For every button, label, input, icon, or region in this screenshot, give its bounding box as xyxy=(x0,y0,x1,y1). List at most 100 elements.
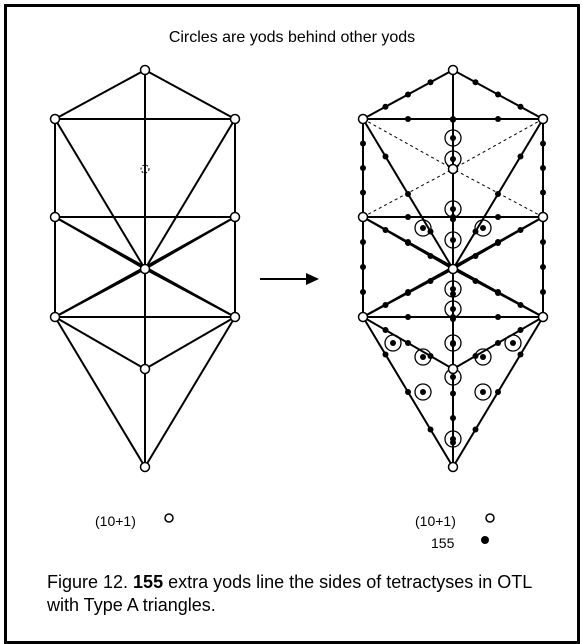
extra-yod xyxy=(427,253,434,259)
extra-yod xyxy=(450,291,456,297)
caption-prefix: Figure 12. xyxy=(47,572,134,592)
hidden-yod xyxy=(450,286,456,292)
extra-yod xyxy=(360,289,366,295)
sephirah-yod xyxy=(537,311,549,323)
extra-yod xyxy=(405,191,411,197)
tree-of-life-diagram xyxy=(49,64,549,544)
hidden-yod xyxy=(450,206,456,212)
hidden-yod-ring xyxy=(444,280,462,298)
extra-yod xyxy=(517,153,524,160)
tree-edge xyxy=(54,118,146,270)
hidden-yod xyxy=(450,237,456,243)
legend-hollow-yod-right xyxy=(485,513,495,523)
extra-yod xyxy=(540,239,546,245)
sephirah-yod xyxy=(447,263,459,275)
hidden-yod-ring xyxy=(444,231,462,249)
extra-yod xyxy=(405,340,411,346)
figure-header: Circles are yods behind other yods xyxy=(168,29,416,46)
extra-yod xyxy=(360,264,366,270)
hidden-yod-ring xyxy=(504,334,522,352)
sephirah-yod xyxy=(447,163,459,175)
extra-yod xyxy=(405,314,411,320)
hidden-yod xyxy=(420,354,426,360)
left-yod-count-label: (10+1) xyxy=(95,513,136,529)
extra-yod xyxy=(382,153,389,160)
hidden-yod xyxy=(480,389,486,395)
extra-yod xyxy=(360,189,366,196)
extra-yod xyxy=(540,289,546,295)
hidden-yod-ring xyxy=(444,200,462,218)
extra-yod xyxy=(540,140,546,147)
sephirah-yod xyxy=(229,211,241,223)
sephirah-yod xyxy=(537,113,549,125)
sephirah-yod xyxy=(49,211,61,223)
hidden-yod xyxy=(480,225,486,231)
legend-filled-yod xyxy=(481,536,489,544)
extra-yod xyxy=(540,189,546,196)
hidden-daath-yod xyxy=(140,164,150,174)
extra-yod xyxy=(540,165,546,171)
hidden-yod xyxy=(420,225,426,231)
sephirah-yod xyxy=(447,64,459,76)
extra-yod xyxy=(427,426,434,433)
extra-yod xyxy=(472,79,479,86)
extra-yod xyxy=(495,116,501,122)
sephirah-yod xyxy=(229,311,241,323)
hidden-yod xyxy=(450,374,456,380)
extra-yod xyxy=(405,214,411,220)
extra-yod xyxy=(382,302,389,308)
hidden-yod-ring xyxy=(444,334,462,352)
extra-yod xyxy=(382,351,389,358)
extra-yod xyxy=(427,79,434,86)
extra-yod xyxy=(382,227,389,233)
sephirah-yod xyxy=(357,311,369,323)
extra-yod xyxy=(517,103,524,110)
hidden-yod xyxy=(390,340,396,346)
tetractys-dashed-line xyxy=(452,118,544,170)
right-yod-count-label: (10+1) xyxy=(415,513,456,529)
extra-yod xyxy=(517,351,524,358)
extra-yod xyxy=(472,426,479,433)
extra-yod xyxy=(405,91,411,98)
tree-edge xyxy=(54,316,146,370)
hidden-yod xyxy=(420,389,426,395)
sephirah-yod xyxy=(447,461,459,473)
extra-yod xyxy=(427,278,434,284)
tetractys-dashed-line xyxy=(362,118,454,170)
sephirah-yod xyxy=(537,211,549,223)
tetractys-dashed-line xyxy=(362,316,454,370)
left-tree-of-life xyxy=(49,64,241,473)
extra-yod xyxy=(405,239,411,245)
extra-yod xyxy=(360,239,366,245)
extra-yod xyxy=(495,389,501,395)
extra-yod xyxy=(382,103,389,110)
extra-yod xyxy=(405,116,411,122)
tree-edge xyxy=(54,316,146,468)
extra-yod xyxy=(495,191,501,197)
hidden-yod xyxy=(450,340,456,346)
extra-yod-count-label: 155 xyxy=(431,535,455,551)
sephirah-yod xyxy=(229,113,241,125)
hidden-yod xyxy=(450,135,456,141)
hidden-yod-ring xyxy=(444,430,462,448)
sephirah-yod xyxy=(357,211,369,223)
hidden-yod-ring xyxy=(444,129,462,147)
extra-yod xyxy=(540,264,546,270)
sephirah-yod xyxy=(139,363,151,375)
transform-arrow xyxy=(260,273,319,285)
hidden-yod xyxy=(450,156,456,162)
sephirah-yod xyxy=(447,363,459,375)
extra-yod xyxy=(405,389,411,395)
caption-bold-number: 155 xyxy=(133,572,164,592)
hidden-yod-ring xyxy=(414,383,432,401)
hidden-yod xyxy=(450,306,456,312)
hidden-yod-ring xyxy=(474,348,492,366)
sephirah-yod xyxy=(49,311,61,323)
extra-yod xyxy=(495,289,501,295)
hidden-yod xyxy=(480,354,486,360)
hidden-yod-ring xyxy=(384,334,402,352)
sephirah-yod xyxy=(139,461,151,473)
legend-hollow-yod-left xyxy=(164,513,174,523)
hidden-yod-ring xyxy=(414,219,432,237)
hidden-yod xyxy=(510,340,516,346)
